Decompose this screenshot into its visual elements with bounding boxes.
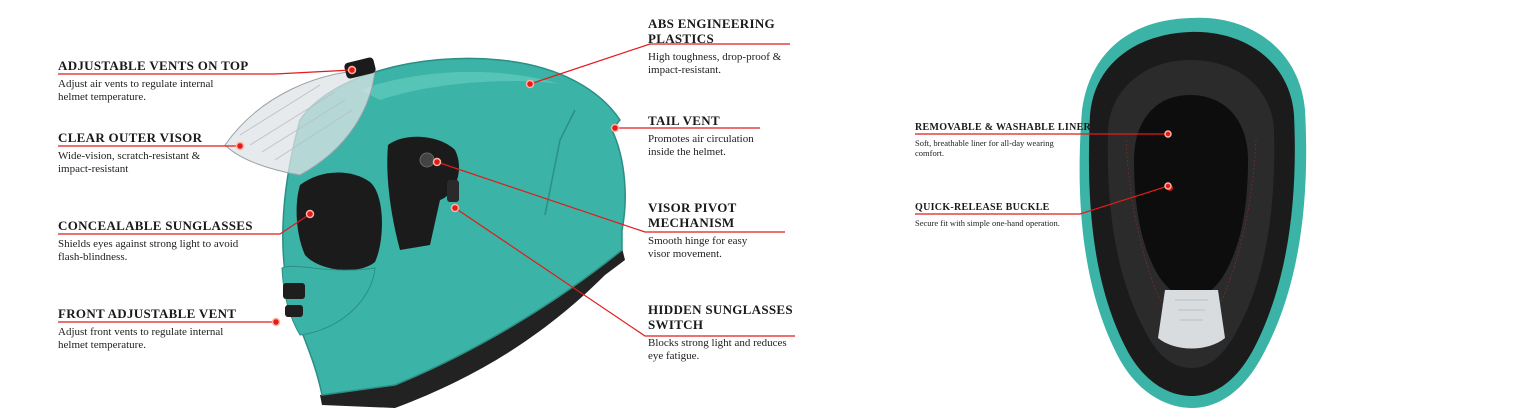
eye-port-trim	[294, 164, 391, 270]
liner-stitch	[1125, 139, 1257, 331]
rear-spoiler	[544, 109, 576, 216]
marker-visor-pivot	[432, 157, 442, 167]
leader-quick-release	[915, 185, 1169, 215]
callout-title: CONCEALABLE SUNGLASSES	[58, 218, 253, 233]
callout-tail-vent: TAIL VENT Promotes air circulation insid…	[648, 113, 754, 159]
leader-adjustable-vents-top	[58, 69, 353, 75]
leader-visor-pivot	[436, 161, 785, 233]
callout-title: ADJUSTABLE VENTS ON TOP	[58, 58, 249, 73]
marker-removable-liner	[1164, 130, 1172, 138]
leader-hidden-switch	[454, 207, 795, 337]
callout-title: FRONT ADJUSTABLE VENT	[58, 306, 237, 321]
callout-title: CLEAR OUTER VISOR	[58, 130, 203, 145]
callout-desc: Shields eyes against strong light to avo…	[58, 238, 239, 263]
marker-abs-engineering-plastics	[525, 79, 535, 89]
chin-vent-slot	[283, 283, 305, 299]
marker-adjustable-vents-top	[347, 65, 357, 75]
visor-pivot-screw	[419, 152, 435, 168]
callout-concealable-sunglasses: CONCEALABLE SUNGLASSES Shields eyes agai…	[58, 218, 253, 264]
callout-title: VISOR PIVOT MECHANISM	[648, 200, 737, 230]
leader-abs-engineering-plastics	[529, 43, 790, 85]
marker-tail-vent	[610, 123, 620, 133]
callout-title: TAIL VENT	[648, 113, 720, 128]
callout-desc: Soft, breathable liner for all-day weari…	[915, 138, 1054, 158]
chin-curtain	[1158, 290, 1225, 349]
callout-adjustable-vents-top: ADJUSTABLE VENTS ON TOP Adjust air vents…	[58, 58, 249, 104]
marker-front-adjustable-vent	[271, 317, 281, 327]
callout-desc: Promotes air circulation inside the helm…	[648, 133, 754, 158]
inner-cavity	[1134, 95, 1248, 298]
callout-desc: Secure fit with simple one-hand operatio…	[915, 218, 1060, 228]
marker-hidden-switch	[450, 203, 460, 213]
callout-quick-release-buckle: QUICK-RELEASE BUCKLE Secure fit with sim…	[915, 202, 1060, 228]
eye-port	[296, 172, 382, 271]
neck-trim	[320, 248, 625, 408]
marker-concealable-sunglasses	[305, 209, 315, 219]
clear-visor	[224, 69, 376, 176]
helmet-inside-view	[1079, 17, 1307, 409]
shell-highlight	[360, 71, 560, 100]
callout-title: REMOVABLE & WASHABLE LINER	[915, 122, 1092, 133]
leader-lines	[58, 43, 1169, 337]
callout-title: HIDDEN SUNGLASSES SWITCH	[648, 302, 793, 332]
marker-quick-release	[1164, 182, 1172, 190]
callout-visor-pivot-mechanism: VISOR PIVOT MECHANISM Smooth hinge for e…	[648, 200, 747, 261]
callout-removable-washable-liner: REMOVABLE & WASHABLE LINER Soft, breatha…	[915, 122, 1091, 158]
visor-lines	[239, 84, 353, 161]
leader-concealable-sunglasses	[58, 213, 311, 235]
visor-pivot-plate	[387, 136, 460, 250]
callout-hidden-sunglasses-switch: HIDDEN SUNGLASSES SWITCH Blocks strong l…	[648, 302, 793, 363]
callout-front-adjustable-vent: FRONT ADJUSTABLE VENT Adjust front vents…	[58, 306, 236, 352]
callout-clear-outer-visor: CLEAR OUTER VISOR Wide-vision, scratch-r…	[58, 130, 202, 176]
callout-title: ABS ENGINEERING PLASTICS	[648, 16, 775, 46]
chin-curtain-label	[1175, 299, 1208, 321]
callout-abs-engineering-plastics: ABS ENGINEERING PLASTICS High toughness,…	[648, 16, 781, 77]
chin-vent-slot-2	[285, 305, 303, 317]
marker-clear-outer-visor	[235, 141, 245, 151]
callout-desc: Wide-vision, scratch-resistant & impact-…	[58, 150, 201, 175]
callout-desc: Adjust air vents to regulate internal he…	[58, 78, 214, 103]
sunglasses-switch	[447, 180, 459, 202]
callout-desc: Smooth hinge for easy visor movement.	[648, 235, 748, 260]
callout-desc: Adjust front vents to regulate internal …	[58, 326, 224, 351]
callout-desc: Blocks strong light and reduces eye fati…	[648, 337, 787, 362]
leader-markers	[235, 65, 1172, 327]
helmet-side-view	[224, 57, 626, 408]
callout-title: QUICK-RELEASE BUCKLE	[915, 202, 1050, 213]
callout-desc: High toughness, drop-proof & impact-resi…	[648, 51, 782, 76]
